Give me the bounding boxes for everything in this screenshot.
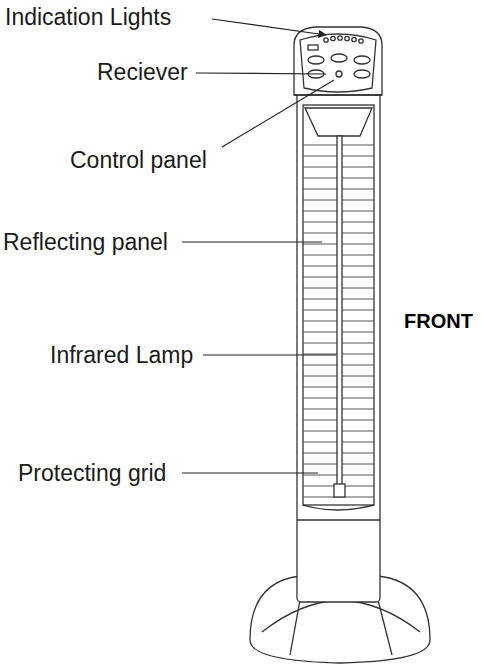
column-seam: [297, 519, 380, 520]
leader-line: [222, 80, 334, 147]
part-label: Control panel: [70, 147, 207, 173]
indicator-dots: [324, 36, 363, 43]
leader-line: [212, 19, 326, 35]
control-top: [300, 34, 376, 92]
part-label: Reciever: [97, 59, 188, 85]
grill-bottom: [303, 505, 374, 510]
part-label: Protecting grid: [18, 460, 166, 486]
heater-column: [297, 92, 380, 602]
leader-line: [182, 241, 322, 242]
leader-line: [203, 354, 336, 355]
view-label: FRONT: [404, 310, 473, 333]
base-seam: [378, 600, 392, 655]
part-label: Reflecting panel: [3, 229, 168, 255]
part-label: Infrared Lamp: [50, 342, 193, 368]
leader-lines: [182, 19, 336, 473]
leader-line: [182, 472, 318, 473]
base-ridge: [262, 600, 420, 632]
heater-drawing: [250, 27, 430, 663]
infrared-lamp: [337, 136, 342, 486]
base-seam: [290, 600, 300, 655]
receiver-window: [336, 71, 342, 77]
heater-head: [294, 27, 382, 95]
lamp-socket: [334, 484, 345, 497]
reflecting-panel: [305, 108, 372, 136]
leader-line: [196, 73, 326, 74]
part-label: Indication Lights: [5, 4, 171, 30]
logo-box: [308, 45, 318, 50]
grill-frame: [303, 105, 374, 505]
